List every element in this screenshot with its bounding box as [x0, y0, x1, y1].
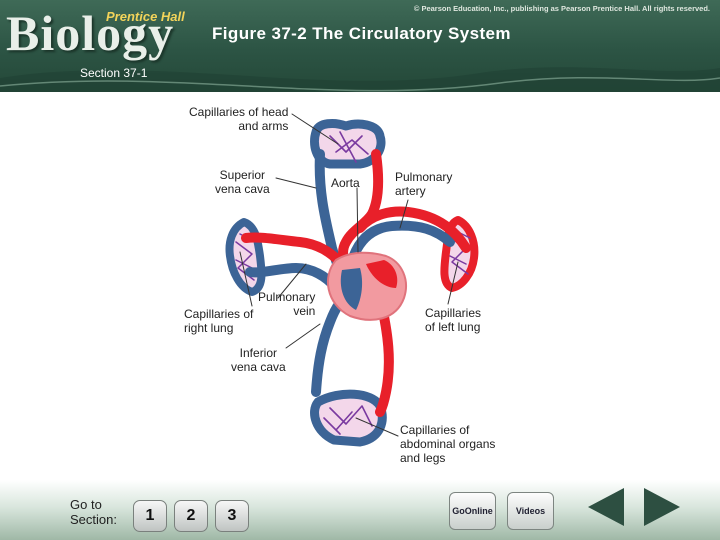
publisher-name: Prentice Hall: [106, 9, 185, 24]
section-3-button[interactable]: 3: [215, 500, 249, 532]
capillary-bed-right-lung: [225, 218, 266, 296]
label-aorta: Aorta: [331, 176, 360, 190]
label-leader-lines: [239, 113, 459, 437]
header-wave-decoration: [0, 67, 720, 92]
left-arrow-icon[interactable]: [582, 484, 628, 530]
section-label: Section 37-1: [80, 66, 148, 80]
brand-logo: Biology: [6, 5, 175, 61]
page-title: Figure 37-2 The Circulatory System: [212, 24, 511, 43]
section-2-button[interactable]: 2: [174, 500, 208, 532]
copyright-notice: © Pearson Education, Inc., publishing as…: [413, 4, 710, 13]
right-arrow-icon[interactable]: [640, 484, 686, 530]
capillary-bed-abdomen: [310, 389, 387, 447]
go-online-button[interactable]: GoOnline: [449, 492, 496, 530]
videos-button[interactable]: Videos: [507, 492, 554, 530]
circulatory-system-diagram: [225, 113, 479, 447]
section-1-button[interactable]: 1: [133, 500, 167, 532]
header-banner: Biology Prentice Hall © Pearson Educatio…: [0, 0, 720, 92]
heart: [327, 251, 407, 321]
